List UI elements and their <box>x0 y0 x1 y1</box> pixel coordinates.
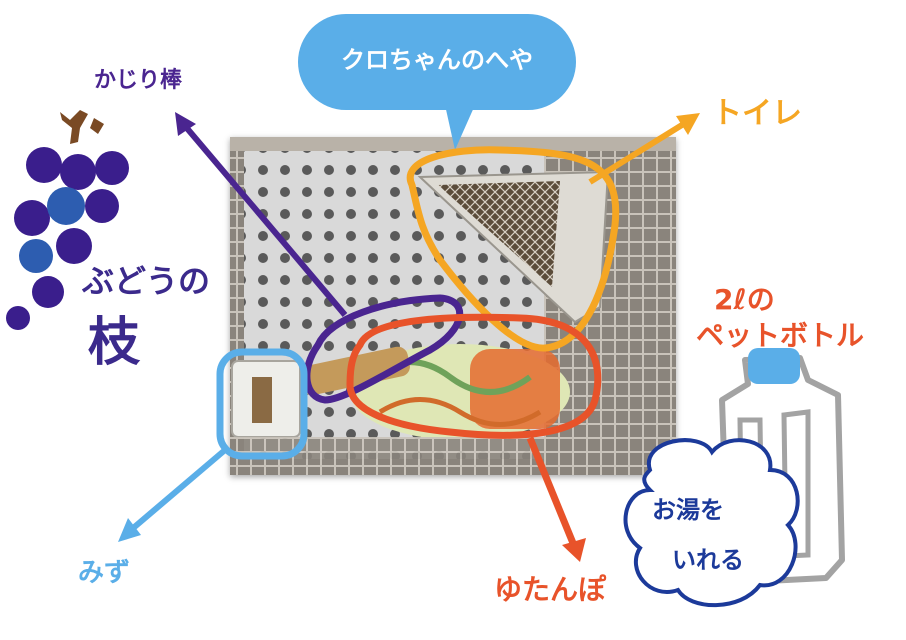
toilet-label: トイレ <box>712 96 802 131</box>
cloud-shape <box>623 438 800 608</box>
bottle-label-line1: 2ℓの <box>714 283 775 316</box>
cloud-text-line2: いれる <box>672 546 744 574</box>
hot-water-bottle-annotation <box>346 313 602 562</box>
chew-stick-annotation <box>175 112 464 404</box>
title-bubble <box>298 14 576 150</box>
grapes-icon <box>6 110 129 330</box>
cloud-text-line1: お湯を <box>652 496 724 524</box>
water-label: みず <box>78 558 131 588</box>
room-title: クロちゃんのへや <box>341 46 533 74</box>
toilet-annotation <box>406 113 700 352</box>
grape-branch-label-line2: 枝 <box>88 313 141 373</box>
grape-branch-label-line1: ぶどうの <box>82 262 211 300</box>
water-annotation <box>118 348 308 542</box>
hot-water-bottle-label: ゆたんぽ <box>494 573 607 606</box>
chew-stick-label: かじり棒 <box>94 68 183 93</box>
bottle-label-line2: ペットボトル <box>696 319 865 352</box>
pet-bottle-icon <box>719 348 845 585</box>
